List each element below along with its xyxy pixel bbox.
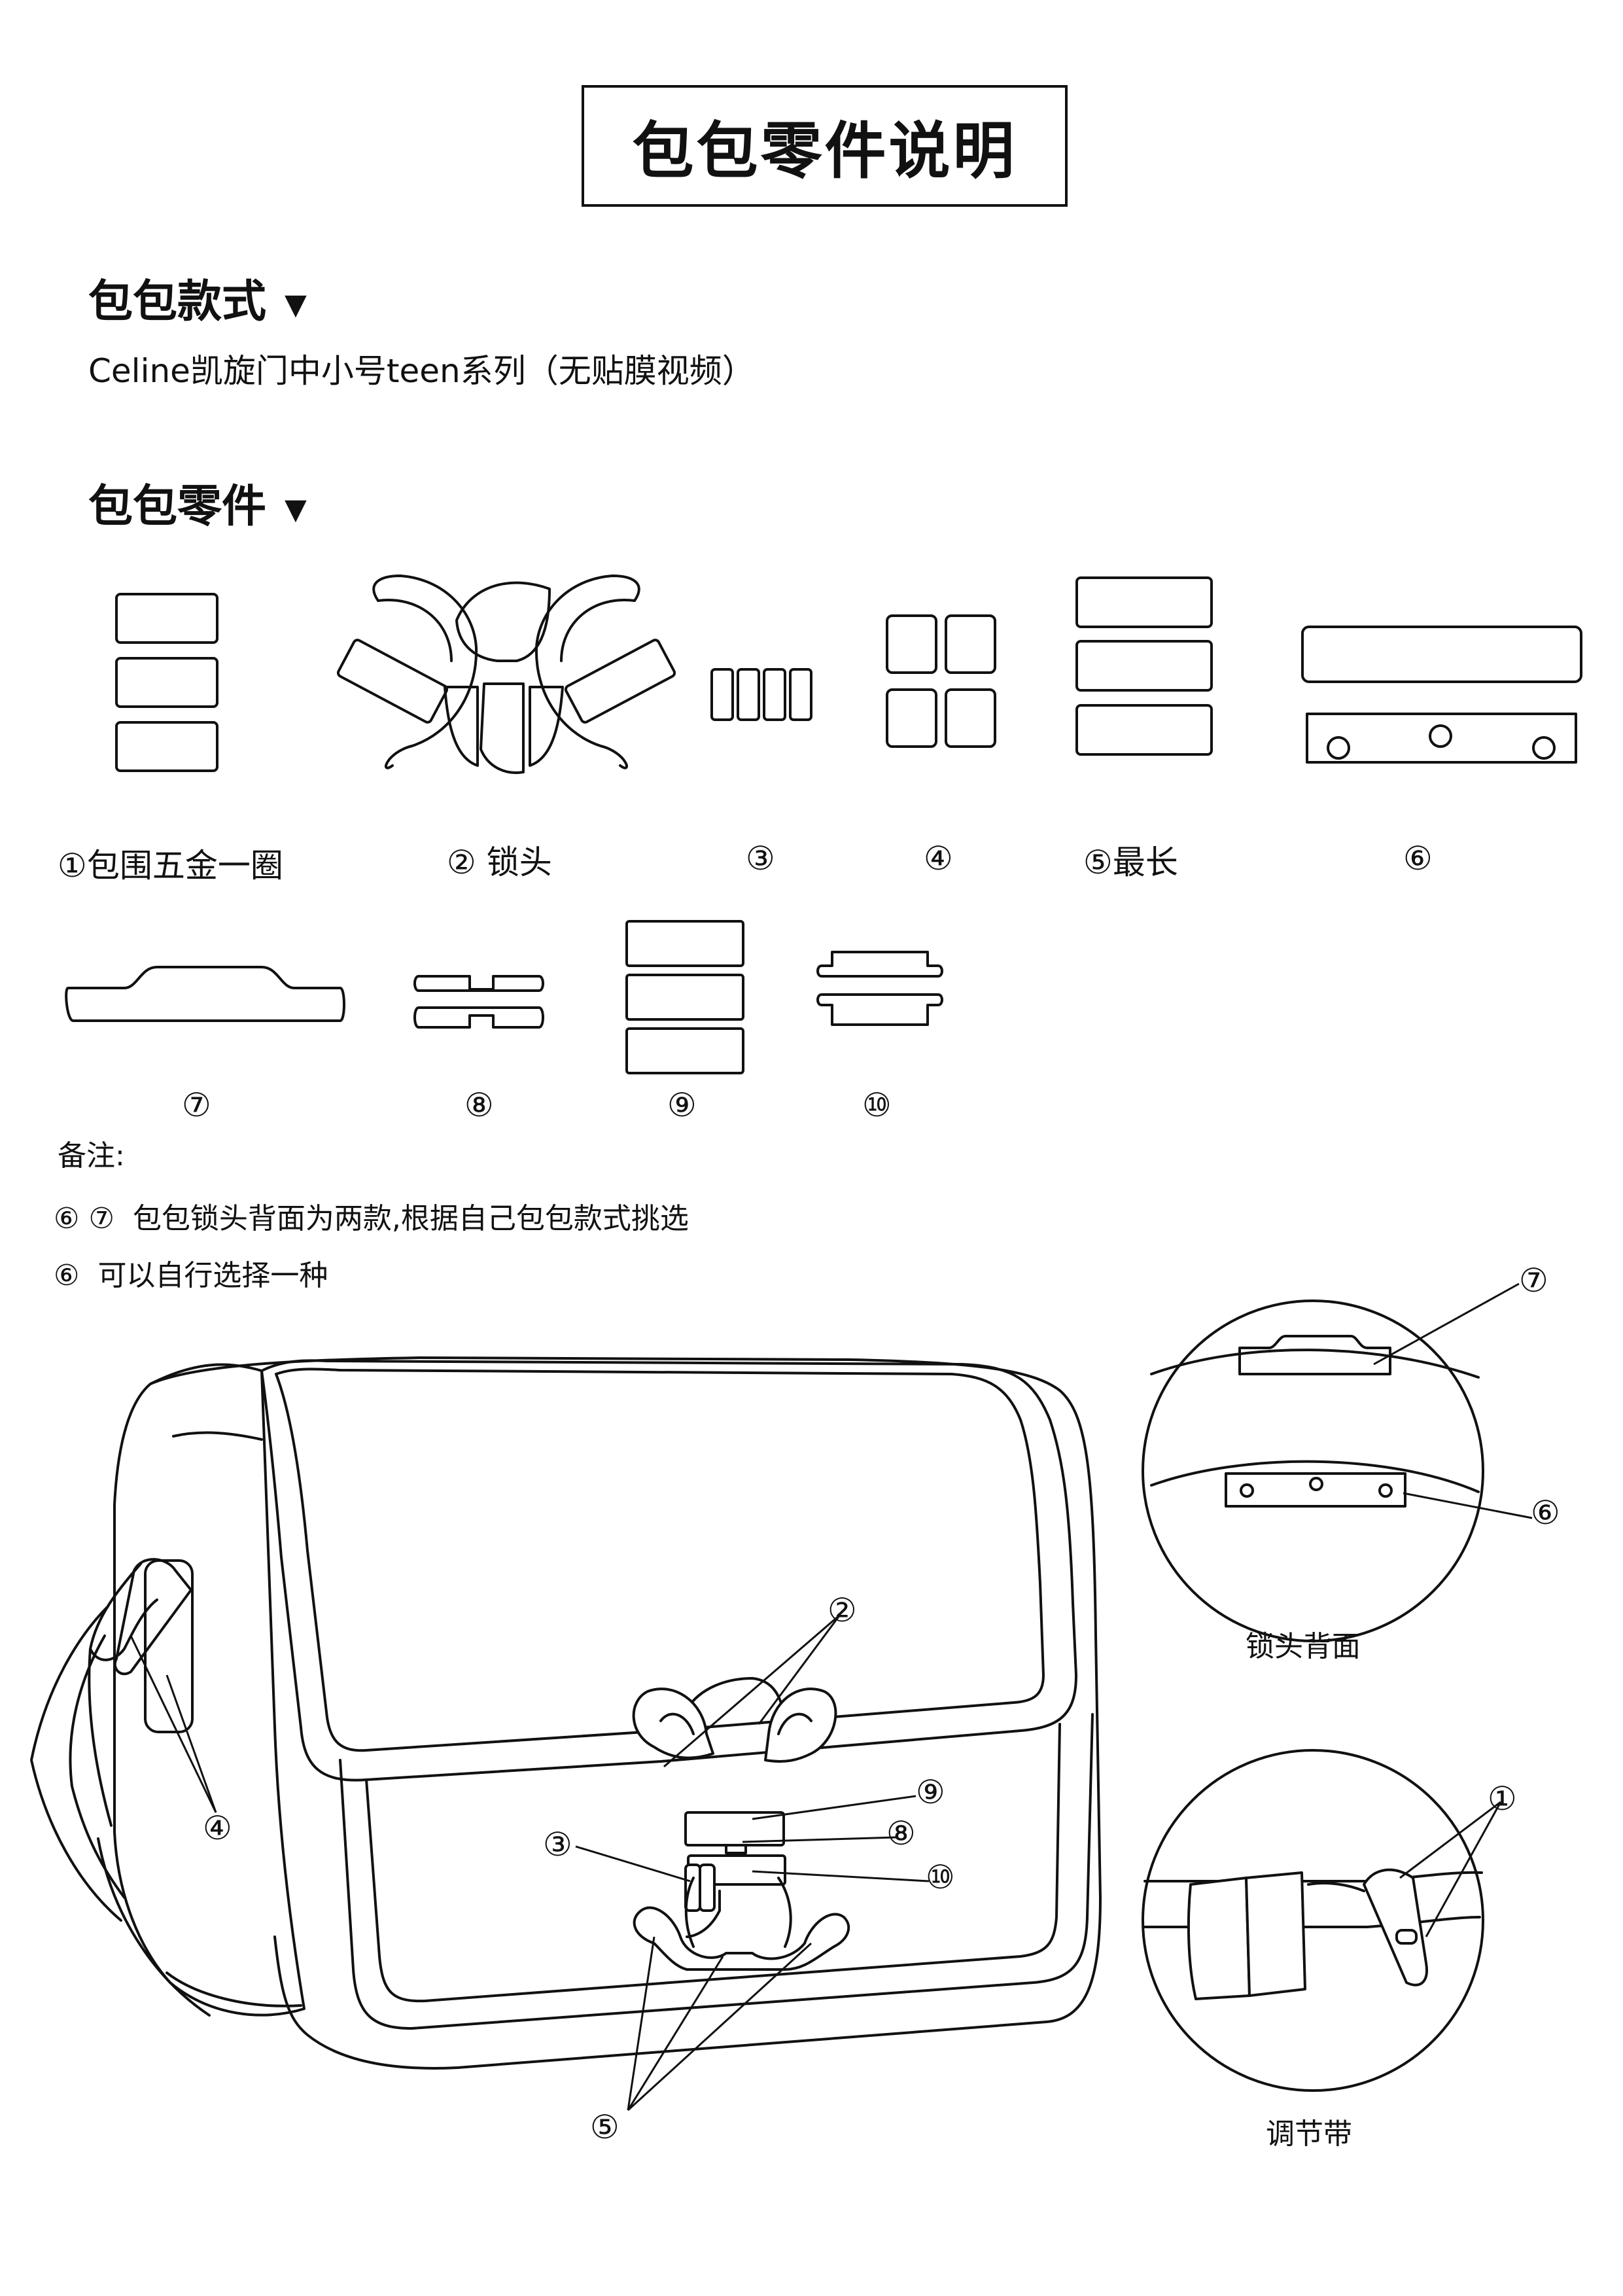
circled-number-5: ⑤ — [1083, 843, 1113, 881]
part-label-7: ⑦ — [182, 1086, 211, 1124]
part-2-shape — [336, 574, 676, 774]
part-label-9: ⑨ — [667, 1086, 697, 1124]
part-4-shape — [886, 614, 996, 748]
callout-1-detail: ① — [1488, 1780, 1517, 1818]
callout-4: ④ — [203, 1809, 232, 1847]
style-heading-text: 包包款式 — [88, 276, 267, 328]
style-description: Celine凯旋门中小号teen系列（无贴膜视频） — [88, 352, 755, 390]
circled-number-6: ⑥ — [54, 1202, 80, 1235]
callout-2: ② — [828, 1591, 857, 1629]
circled-number-6: ⑥ — [1403, 839, 1433, 877]
part-label-2: ② 锁头 — [447, 836, 552, 883]
page-title-box: 包包零件说明 — [582, 85, 1068, 207]
parts-section-heading: 包包零件 ▼ — [88, 470, 307, 535]
circled-number-8: ⑧ — [464, 1086, 494, 1124]
notes-line-1: ⑥ ⑦ 包包锁头背面为两款,根据自己包包款式挑选 — [54, 1195, 689, 1237]
circled-number-7: ⑦ — [182, 1086, 211, 1124]
notes-heading: 备注: — [58, 1139, 125, 1173]
part-label-6: ⑥ — [1403, 839, 1433, 877]
part-label-5: ⑤最长 — [1083, 836, 1178, 883]
parts-heading-text: 包包零件 — [88, 481, 267, 533]
lock-back-detail — [1142, 1282, 1533, 1642]
part-5-label-text: 最长 — [1112, 843, 1178, 881]
part-9-shape — [625, 920, 744, 1074]
part-label-3: ③ — [746, 839, 775, 877]
triangle-down-icon: ▼ — [285, 287, 307, 321]
bag-illustration — [30, 1356, 1102, 2070]
strap-detail — [1142, 1749, 1502, 2092]
page-title: 包包零件说明 — [632, 116, 1017, 187]
part-label-10: ⑩ — [862, 1086, 892, 1124]
part-8-shape — [413, 975, 544, 1029]
callout-3: ③ — [543, 1826, 572, 1863]
circled-number-9: ⑨ — [667, 1086, 697, 1124]
circled-number-10: ⑩ — [862, 1086, 892, 1124]
part-1-shape — [115, 593, 218, 772]
strap-caption: 调节带 — [1266, 2117, 1352, 2151]
part-6-shape — [1301, 626, 1582, 764]
circled-number-7: ⑦ — [88, 1202, 114, 1235]
callout-8: ⑧ — [886, 1814, 916, 1852]
callout-7-detail: ⑦ — [1519, 1262, 1548, 1299]
part-1-label-text: 包围五金一圈 — [86, 847, 283, 885]
circled-number-2: ② — [447, 843, 476, 881]
part-label-1: ①包围五金一圈 — [58, 839, 283, 887]
part-5-shape — [1075, 576, 1213, 756]
part-label-4: ④ — [924, 839, 953, 877]
triangle-down-icon: ▼ — [285, 492, 307, 526]
part-3-shape — [710, 668, 812, 721]
part-7-shape — [65, 966, 345, 1022]
part-label-8: ⑧ — [464, 1086, 494, 1124]
callout-9: ⑨ — [916, 1773, 945, 1811]
callout-10: ⑩ — [926, 1858, 955, 1896]
circled-number-6: ⑥ — [54, 1259, 80, 1292]
notes-line-2: ⑥ 可以自行选择一种 — [54, 1252, 328, 1294]
callout-5: ⑤ — [590, 2108, 620, 2146]
callout-6-detail: ⑥ — [1531, 1494, 1560, 1532]
part-2-label-text: 锁头 — [486, 843, 552, 881]
lock-back-caption: 锁头背面 — [1246, 1630, 1361, 1663]
circled-number-3: ③ — [746, 839, 775, 877]
style-section-heading: 包包款式 ▼ — [88, 265, 307, 330]
notes-line-1-text: 包包锁头背面为两款,根据自己包包款式挑选 — [132, 1202, 689, 1235]
notes-line-2-text: 可以自行选择一种 — [97, 1259, 328, 1292]
circled-number-4: ④ — [924, 839, 953, 877]
part-10-shape — [816, 951, 943, 1026]
circled-number-1: ① — [58, 847, 87, 885]
bag-callout-lines — [130, 1614, 930, 2111]
